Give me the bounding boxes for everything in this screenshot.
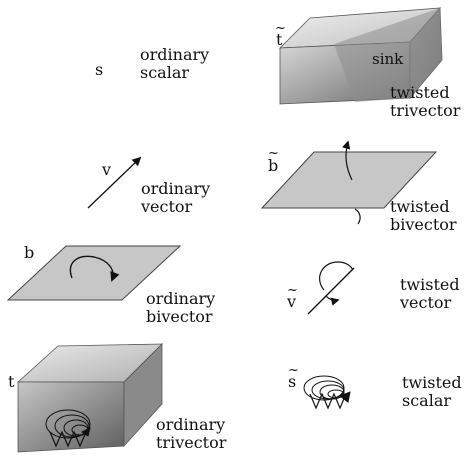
ordinary-bivector-symbol: b xyxy=(24,243,35,262)
twisted-vector xyxy=(307,261,355,315)
twisted-bivector-symbol: b xyxy=(268,156,279,175)
twisted-trivector-face-text: sink xyxy=(372,50,404,68)
twisted-vector-tilde: ~ xyxy=(287,283,298,298)
ordinary-vector-label: ordinary vector xyxy=(141,179,211,216)
ordinary-bivector-label: ordinary bivector xyxy=(146,289,216,326)
ordinary-vector-arrow xyxy=(87,156,142,209)
ordinary-vector-symbol: v xyxy=(102,160,112,179)
twisted-trivector-prism xyxy=(278,6,443,105)
ordinary-bivector-plane xyxy=(6,245,182,301)
twisted-bivector-tilde: ~ xyxy=(268,146,279,161)
ordinary-scalar-symbol: s xyxy=(95,60,104,79)
twisted-bivector-label: twisted bivector xyxy=(390,197,457,234)
ordinary-trivector-prism xyxy=(16,343,163,453)
twisted-trivector-label: twisted trivector xyxy=(390,83,461,120)
ordinary-trivector-symbol: t xyxy=(8,372,15,391)
twisted-trivector-symbol: t xyxy=(276,30,283,49)
ordinary-scalar-label: ordinary scalar xyxy=(140,45,210,82)
twisted-vector-symbol: v xyxy=(287,292,297,311)
twisted-bivector-plane xyxy=(260,140,438,225)
ordinary-trivector-label: ordinary trivector xyxy=(156,415,227,452)
ordinary-trivector-spiral xyxy=(45,409,91,448)
twisted-scalar-symbol: s xyxy=(288,372,297,391)
twisted-scalar-spiral xyxy=(303,375,351,410)
twisted-scalar-tilde: ~ xyxy=(288,363,299,378)
twisted-trivector-tilde: ~ xyxy=(275,21,286,36)
twisted-scalar-label: twisted scalar xyxy=(402,373,462,410)
twisted-vector-label: twisted vector xyxy=(400,275,460,312)
